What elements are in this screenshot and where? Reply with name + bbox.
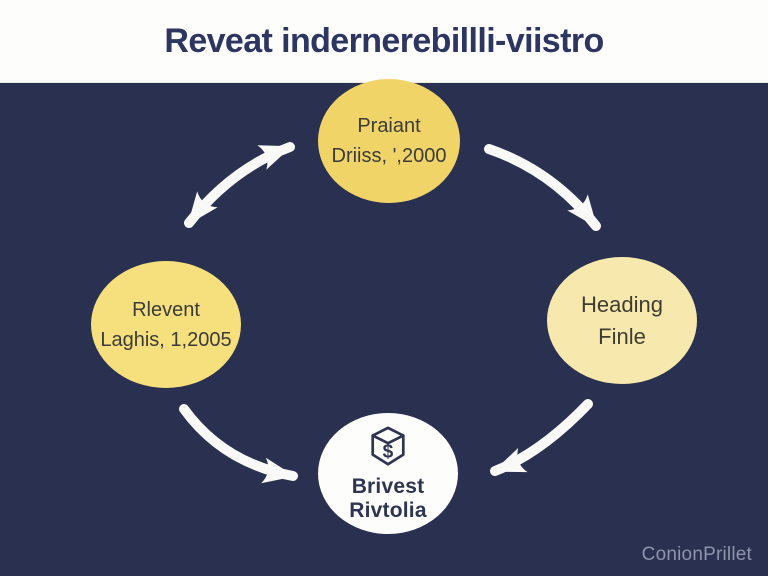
node-right-circle: Heading Finle (547, 257, 697, 384)
node-right-line2: Finle (598, 323, 646, 349)
node-right-line1: Heading (581, 291, 663, 317)
watermark-text: ConionPrillet (641, 544, 752, 565)
node-top-circle: Praiant Driiss, ',2000 (318, 79, 460, 203)
node-top-line1: Praiant (357, 115, 421, 137)
title-band: Reveat indernerebillli-viistro (0, 0, 768, 83)
node-left-line2: Laghis, 1,2005 (100, 328, 232, 351)
money-box-icon: $ (371, 426, 405, 466)
arrow-top-right (484, 144, 601, 231)
arrow-left-top-bidirectional (184, 142, 295, 228)
arrow-right-bottom (490, 399, 593, 476)
dollar-glyph: $ (383, 441, 394, 462)
node-bottom-circle: $ Brivest Rivtolia (318, 413, 458, 534)
node-left-circle: Rlevent Laghis, 1,2005 (91, 261, 241, 388)
arrow-left-bottom (179, 404, 298, 484)
node-bottom-label: Brivest Rivtolia (349, 474, 427, 522)
node-top-line2: Driiss, ',2000 (331, 145, 447, 167)
page-title: Reveat indernerebillli-viistro (164, 21, 604, 60)
node-left-line1: Rlevent (132, 298, 200, 321)
